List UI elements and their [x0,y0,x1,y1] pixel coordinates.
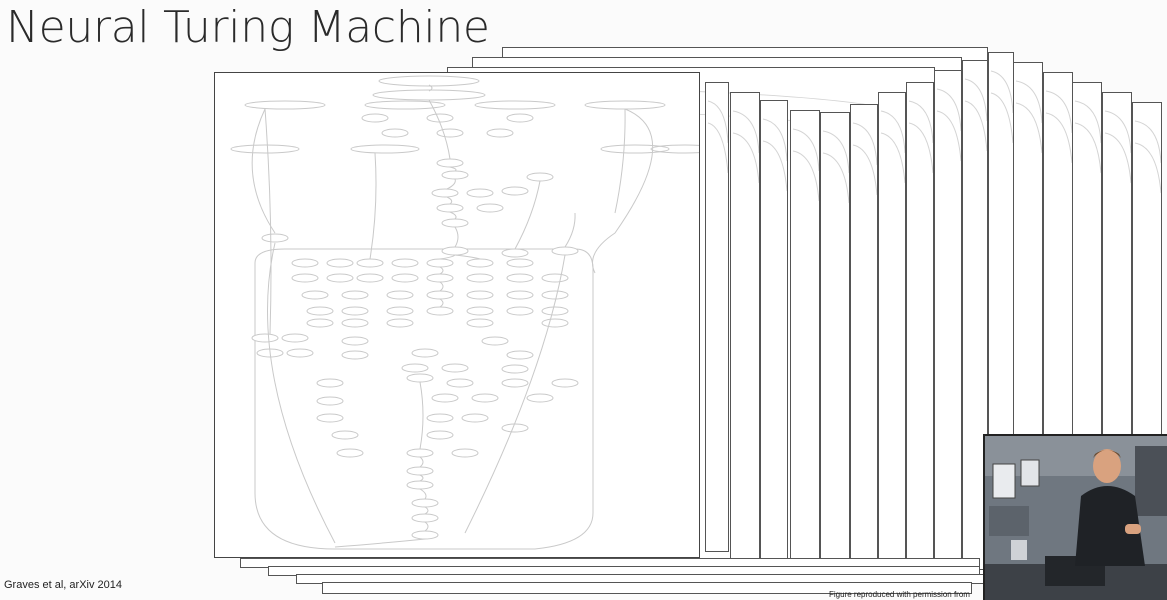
stacked-page [906,82,934,570]
stacked-page-edge [322,582,972,594]
citation: Graves et al, arXiv 2014 [4,579,123,591]
stacked-page [934,70,962,570]
stacked-page [850,104,878,570]
computation-graph [230,75,699,550]
stacked-page [760,100,788,566]
slide-title: Neural Turing Machine [6,2,490,53]
stacked-page [705,82,729,552]
stacked-page [730,92,760,562]
stacked-page [878,92,906,572]
stacked-page [790,110,820,572]
computation-graph-front-page [214,72,700,558]
figure-credit: Figure reproduced with permission from [829,590,970,599]
stacked-page [820,112,850,572]
presenter-webcam-icon [983,434,1167,600]
